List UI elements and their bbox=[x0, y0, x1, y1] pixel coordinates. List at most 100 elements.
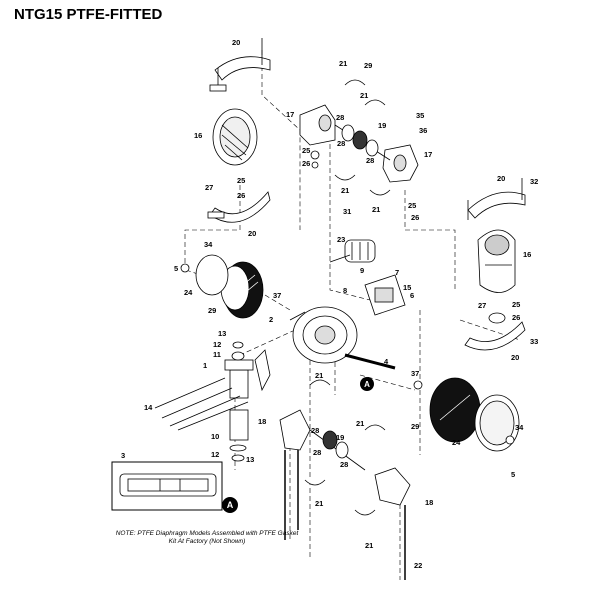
check-valve-stack-left bbox=[229, 409, 249, 462]
top-clamp-right bbox=[467, 178, 526, 220]
callout-9: 9 bbox=[360, 266, 364, 275]
callout-33: 33 bbox=[530, 337, 538, 346]
callout-29: 29 bbox=[364, 61, 372, 70]
callout-25: 25 bbox=[302, 146, 310, 155]
callout-25: 25 bbox=[237, 176, 245, 185]
callout-20: 20 bbox=[511, 353, 519, 362]
callout-7: 7 bbox=[395, 268, 399, 277]
washer-left bbox=[180, 263, 190, 273]
callout-35: 35 bbox=[416, 111, 424, 120]
callout-5: 5 bbox=[174, 264, 178, 273]
callout-10: 10 bbox=[211, 432, 219, 441]
callout-29: 29 bbox=[208, 306, 216, 315]
diaphragm-chamber-left bbox=[212, 108, 258, 166]
callout-18: 18 bbox=[258, 417, 266, 426]
callout-14: 14 bbox=[144, 403, 153, 412]
callout-20: 20 bbox=[248, 229, 256, 238]
callout-1: 1 bbox=[203, 361, 207, 370]
callout-21: 21 bbox=[356, 419, 364, 428]
clamp-band-bottom-4 bbox=[364, 424, 386, 431]
callout-28: 28 bbox=[366, 156, 374, 165]
callout-20: 20 bbox=[497, 174, 505, 183]
manifold-elbow-bottom-left bbox=[279, 409, 311, 540]
clamp-band-bottom-1 bbox=[304, 479, 326, 486]
valve-seat-stack-top bbox=[310, 124, 391, 169]
callout-25: 25 bbox=[512, 300, 520, 309]
callout-12: 12 bbox=[213, 340, 221, 349]
callout-28: 28 bbox=[336, 113, 344, 122]
diaphragm-chamber-right bbox=[477, 229, 516, 293]
detail-marker-a-label: A bbox=[364, 380, 370, 389]
callout-16: 16 bbox=[194, 131, 202, 140]
callout-6: 6 bbox=[410, 291, 414, 300]
detail-callout-3: 3 bbox=[121, 451, 125, 460]
callout-27: 27 bbox=[205, 183, 213, 192]
clamp-band-top-3 bbox=[334, 174, 356, 181]
callout-15: 15 bbox=[403, 283, 411, 292]
callout-23: 23 bbox=[337, 235, 345, 244]
callout-21: 21 bbox=[365, 541, 373, 550]
callout-17: 17 bbox=[424, 150, 432, 159]
callout-13: 13 bbox=[246, 455, 254, 464]
callout-21: 21 bbox=[315, 499, 323, 508]
callout-26: 26 bbox=[237, 191, 245, 200]
callout-34: 34 bbox=[204, 240, 213, 249]
callout-19: 19 bbox=[378, 121, 386, 130]
callout-19: 19 bbox=[336, 433, 344, 442]
clamp-band-top-4 bbox=[369, 189, 391, 196]
callout-36: 36 bbox=[419, 126, 427, 135]
callout-28: 28 bbox=[337, 139, 345, 148]
part-callouts: 20 21 29 16 17 28 19 35 36 25 26 28 21 2… bbox=[144, 38, 538, 570]
callout-5: 5 bbox=[511, 470, 515, 479]
callout-28: 28 bbox=[313, 448, 321, 457]
air-valve-gasket bbox=[364, 274, 406, 316]
diaphragm-ring-right-inner bbox=[479, 400, 515, 446]
air-valve bbox=[329, 239, 376, 263]
manifold-fitting-left bbox=[224, 341, 271, 399]
detail-inset-marker-label: A bbox=[227, 500, 234, 510]
bottom-clamp-right bbox=[464, 321, 526, 351]
callout-21: 21 bbox=[341, 186, 349, 195]
callout-24: 24 bbox=[184, 288, 193, 297]
callout-21: 21 bbox=[315, 371, 323, 380]
detail-inset-marker bbox=[222, 497, 238, 513]
bolts-long bbox=[154, 377, 249, 431]
callout-21: 21 bbox=[360, 91, 368, 100]
callout-16: 16 bbox=[523, 250, 531, 259]
ball-seat-right bbox=[488, 312, 506, 324]
callout-26: 26 bbox=[512, 313, 520, 322]
clamp-band-bottom-2 bbox=[354, 509, 376, 516]
washer-right bbox=[505, 435, 515, 445]
callout-32: 32 bbox=[530, 177, 538, 186]
bottom-clamp-left bbox=[207, 191, 271, 223]
detail-a-inset bbox=[111, 461, 223, 511]
callout-12: 12 bbox=[211, 450, 219, 459]
callout-34: 34 bbox=[515, 423, 524, 432]
callout-2: 2 bbox=[269, 315, 273, 324]
manifold-elbow-top-right bbox=[382, 144, 419, 183]
callout-8: 8 bbox=[343, 286, 347, 295]
callout-11: 11 bbox=[213, 350, 221, 359]
diaphragm-ring-left bbox=[195, 254, 229, 296]
manifold-elbow-bottom-right bbox=[374, 467, 411, 580]
callout-37: 37 bbox=[411, 369, 419, 378]
clamp-band-bottom-3 bbox=[309, 379, 331, 386]
detail-marker-a bbox=[360, 377, 374, 391]
page-title: NTG15 PTFE-FITTED bbox=[14, 6, 163, 23]
manifold-elbow-top-left bbox=[299, 104, 336, 146]
callout-31: 31 bbox=[343, 207, 351, 216]
top-clamp-left bbox=[209, 38, 271, 92]
valve-seat-stack-bottom bbox=[309, 429, 366, 471]
callout-21: 21 bbox=[339, 59, 347, 68]
callout-27: 27 bbox=[478, 301, 486, 310]
callout-22: 22 bbox=[414, 561, 422, 570]
center-body bbox=[289, 306, 358, 364]
diaphragm-right bbox=[429, 377, 481, 443]
clamp-band-top-1 bbox=[344, 79, 366, 86]
diaphragm-shaft bbox=[344, 353, 396, 370]
callout-28: 28 bbox=[311, 426, 319, 435]
callout-24: 24 bbox=[452, 438, 461, 447]
footnote: NOTE: PTFE Diaphragm Models Assembled wi… bbox=[115, 530, 299, 546]
callout-37: 37 bbox=[273, 291, 281, 300]
